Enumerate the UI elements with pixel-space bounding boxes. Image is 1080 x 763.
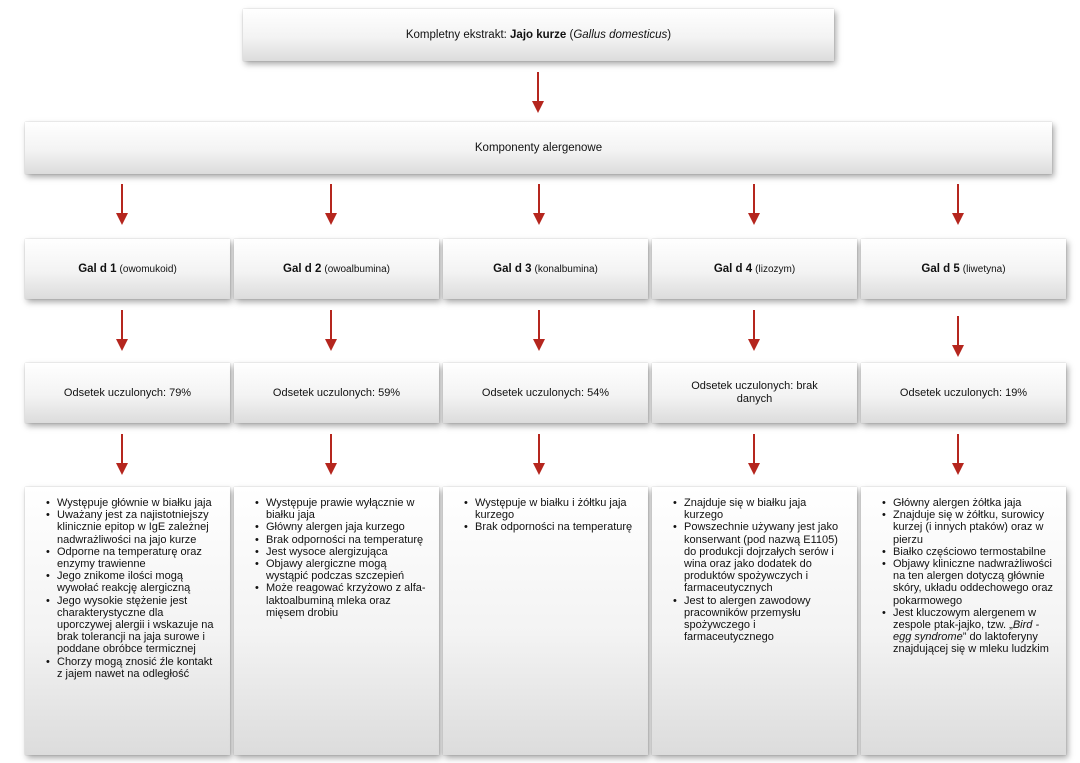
- description-item: Występuje głównie w białku jaja: [46, 497, 220, 509]
- allergen-protein: (owomukoid): [119, 264, 177, 275]
- description-italic-term: Bird - egg syndrome: [893, 619, 1040, 644]
- description-item: Występuje prawie wyłącznie w białku jaja: [255, 497, 429, 521]
- allergen-name: Gal d 5: [921, 263, 960, 275]
- description-item: Jest to alergen zawodowy pracowników prz…: [673, 595, 847, 644]
- sensitized-box-gal-d-2: Odsetek uczulonych: 59%: [234, 363, 439, 423]
- extract-title-latin: Gallus domesticus: [573, 29, 668, 41]
- allergen-name-box-gal-d-3: Gal d 3(konalbumina): [443, 239, 648, 299]
- description-text: Jest kluczowym alergenem w zespole ptak-…: [893, 606, 1037, 632]
- down-arrow-icon: [748, 310, 760, 352]
- description-item: Znajduje się w żółtku, surowicy kurzej (…: [882, 509, 1056, 546]
- description-list: Występuje w białku i żółtku jaja kurzego…: [461, 497, 638, 534]
- description-item: Objawy kliniczne nadwrażliwości na ten a…: [882, 558, 1056, 607]
- extract-title-prefix: Kompletny ekstrakt:: [405, 29, 507, 41]
- allergen-name-box-gal-d-1: Gal d 1(owomukoid): [25, 239, 230, 299]
- sensitized-percentage: Odsetek uczulonych: brak danych: [691, 380, 818, 405]
- description-box-gal-d-4: Znajduje się w białku jaja kurzego Powsz…: [652, 487, 857, 755]
- allergen-protein: (owoalbumina): [324, 264, 390, 275]
- description-box-gal-d-5: Główny alergen żółtka jaja Znajduje się …: [861, 487, 1066, 755]
- description-list: Występuje głównie w białku jaja Uważany …: [43, 497, 220, 680]
- down-arrow-icon: [532, 72, 544, 114]
- down-arrow-icon: [952, 184, 964, 226]
- extract-title-box: Kompletny ekstrakt: Jajo kurze (Gallus d…: [243, 9, 834, 61]
- allergen-name: Gal d 1: [78, 263, 117, 275]
- down-arrow-icon: [116, 310, 128, 352]
- components-label: Komponenty alergenowe: [474, 142, 603, 154]
- sensitized-box-gal-d-3: Odsetek uczulonych: 54%: [443, 363, 648, 423]
- description-item: Występuje w białku i żółtku jaja kurzego: [464, 497, 638, 521]
- description-item: Chorzy mogą znosić źle kontakt z jajem n…: [46, 656, 220, 680]
- sensitized-box-gal-d-1: Odsetek uczulonych: 79%: [25, 363, 230, 423]
- description-item: Białko częściowo termostabilne: [882, 546, 1056, 558]
- description-item: Jest wysoce alergizująca: [255, 546, 429, 558]
- description-item: Jego znikome ilości mogą wywołać reakcję…: [46, 570, 220, 594]
- description-item: Powszechnie używany jest jako konserwant…: [673, 521, 847, 594]
- down-arrow-icon: [325, 184, 337, 226]
- allergen-name-box-gal-d-2: Gal d 2(owoalbumina): [234, 239, 439, 299]
- sensitized-percentage: Odsetek uczulonych: 54%: [481, 386, 610, 399]
- allergen-protein: (liwetyna): [962, 264, 1006, 275]
- description-item: Jest kluczowym alergenem w zespole ptak-…: [882, 606, 1056, 656]
- sensitized-percentage: Odsetek uczulonych: 59%: [272, 386, 401, 399]
- description-item: Brak odporności na temperaturę: [255, 534, 429, 546]
- down-arrow-icon: [533, 310, 545, 352]
- description-box-gal-d-2: Występuje prawie wyłącznie w białku jaja…: [234, 487, 439, 755]
- allergen-name-box-gal-d-4: Gal d 4(lizozym): [652, 239, 857, 299]
- description-box-gal-d-3: Występuje w białku i żółtku jaja kurzego…: [443, 487, 648, 755]
- description-text: ” do laktoferyny znajdującej się w mleku…: [893, 631, 1049, 656]
- description-item: Jego wysokie stężenie jest charakterysty…: [46, 595, 220, 656]
- down-arrow-icon: [533, 434, 545, 476]
- down-arrow-icon: [325, 434, 337, 476]
- allergen-name: Gal d 3: [493, 263, 532, 275]
- description-item: Główny alergen jaja kurzego: [255, 521, 429, 533]
- extract-title-name: Jajo kurze: [510, 29, 567, 41]
- description-item: Brak odporności na temperaturę: [464, 521, 638, 533]
- description-item: Uważany jest za najistotniejszy kliniczn…: [46, 509, 220, 546]
- description-box-gal-d-1: Występuje głównie w białku jaja Uważany …: [25, 487, 230, 755]
- allergen-protein: (lizozym): [755, 264, 796, 275]
- description-item: Główny alergen żółtka jaja: [882, 497, 1056, 509]
- extract-title-paren-close: ): [667, 29, 672, 41]
- allergen-name: Gal d 4: [713, 263, 753, 275]
- sensitized-percentage: Odsetek uczulonych: 79%: [63, 386, 192, 399]
- sensitized-box-gal-d-4: Odsetek uczulonych: brak danych: [652, 363, 857, 423]
- allergen-name-box-gal-d-5: Gal d 5(liwetyna): [861, 239, 1066, 299]
- sensitized-percentage: Odsetek uczulonych: 19%: [899, 386, 1028, 399]
- allergen-name: Gal d 2: [283, 263, 322, 275]
- down-arrow-icon: [533, 184, 545, 226]
- description-list: Występuje prawie wyłącznie w białku jaja…: [252, 497, 429, 619]
- down-arrow-icon: [952, 316, 964, 358]
- description-list: Znajduje się w białku jaja kurzego Powsz…: [670, 497, 847, 643]
- down-arrow-icon: [325, 310, 337, 352]
- allergen-protein: (konalbumina): [534, 264, 598, 275]
- down-arrow-icon: [748, 184, 760, 226]
- extract-title-paren-open: (: [569, 29, 574, 41]
- components-box: Komponenty alergenowe: [25, 122, 1052, 174]
- description-list: Główny alergen żółtka jaja Znajduje się …: [879, 497, 1056, 656]
- description-item: Objawy alergiczne mogą wystąpić podczas …: [255, 558, 429, 582]
- description-item: Może reagować krzyżowo z alfa-laktoalbum…: [255, 582, 429, 619]
- down-arrow-icon: [116, 184, 128, 226]
- sensitized-box-gal-d-5: Odsetek uczulonych: 19%: [861, 363, 1066, 423]
- description-item: Odporne na temperaturę oraz enzymy trawi…: [46, 546, 220, 570]
- extract-title: Kompletny ekstrakt: Jajo kurze (Gallus d…: [406, 29, 671, 41]
- down-arrow-icon: [748, 434, 760, 476]
- down-arrow-icon: [116, 434, 128, 476]
- down-arrow-icon: [952, 434, 964, 476]
- description-item: Znajduje się w białku jaja kurzego: [673, 497, 847, 521]
